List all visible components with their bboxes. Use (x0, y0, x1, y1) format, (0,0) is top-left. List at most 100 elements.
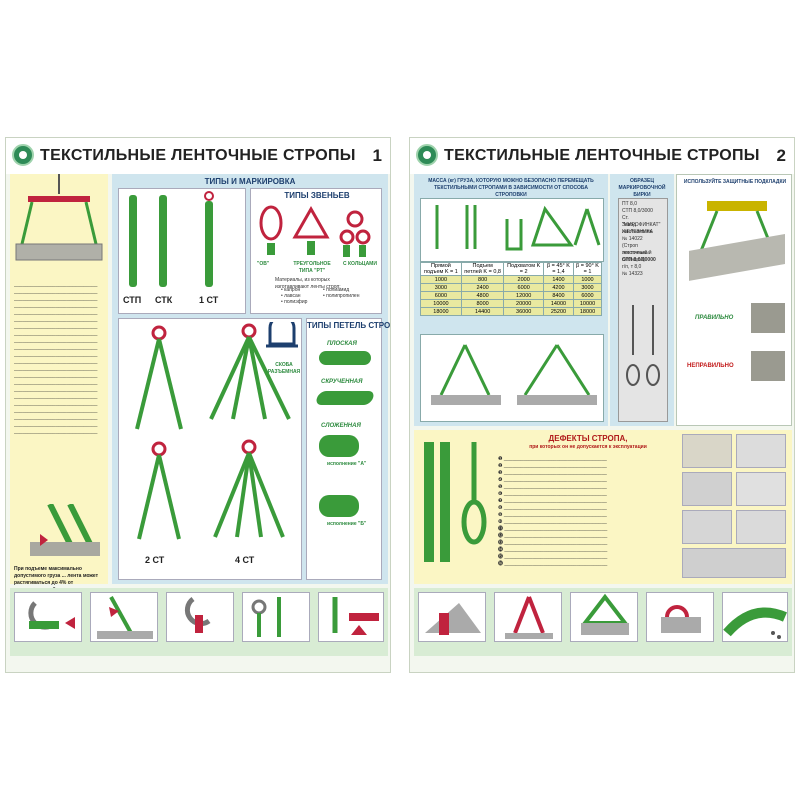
table-cell: 1000 (572, 275, 603, 284)
pads-illustration (689, 201, 785, 281)
illustration-2 (90, 592, 158, 642)
loop-exec-a: исполнение "А" (327, 461, 367, 467)
label-4st: 4 СТ (235, 555, 255, 565)
table-cell: 18000 (420, 307, 462, 316)
correct-illustration (751, 303, 785, 333)
strap-stp (129, 195, 137, 287)
mass-table: Прямой подъем K = 1 Подъем петлей K = 0,… (420, 262, 603, 316)
instructions-text: ________________________________________… (14, 282, 98, 435)
single-straps-box: СТП СТК 1 СТ (118, 188, 246, 314)
loop-flat (319, 351, 371, 365)
table-cell: 36000 (503, 307, 544, 316)
table-cell: 1400 (542, 275, 574, 284)
link-label-rt: ТРЕУГОЛЬНОЕ ТИПА "РТ" (293, 261, 331, 274)
defect-photo (682, 510, 732, 544)
defect-photo (736, 434, 786, 468)
loops-title: ТИПЫ ПЕТЕЛЬ СТРОПА (307, 321, 391, 330)
illustration-3 (166, 592, 234, 642)
table-header: β = 90° K = 1 (572, 262, 603, 276)
multi-leg-box: 2 СТ 4 СТ (118, 318, 302, 580)
types-title: ТИПЫ И МАРКИРОВКА (204, 177, 296, 186)
tag-line: г/п, т 8,0 (622, 264, 642, 270)
strap-1st (205, 201, 213, 287)
crane-lift-illustration (15, 174, 103, 261)
tag-line: ленточный петлевой) (622, 250, 648, 263)
correct-label: ПРАВИЛЬНО (695, 315, 734, 321)
loop-folded-label: СЛОЖЕННАЯ (321, 423, 361, 429)
defect-straps-illustration (424, 442, 487, 562)
strap-stk (159, 195, 167, 287)
table-cell: 18000 (572, 307, 603, 316)
tag-line: СТП 8,0/3000 (622, 208, 653, 214)
table-cell: 6000 (572, 291, 603, 300)
illustration-4 (646, 592, 714, 642)
poster-number: 1 (372, 146, 382, 165)
illustration-3 (570, 592, 638, 642)
table-cell: 25200 (542, 307, 574, 316)
tag-line: Завод изготовитель (622, 222, 653, 235)
lift-methods-illustration (420, 198, 604, 262)
edge-lift-illustration (30, 504, 100, 556)
defects-subtitle: при которых он не допускается к эксплуат… (529, 444, 647, 450)
table-header: Подхватом K = 2 (503, 262, 544, 276)
table-cell: 3000 (572, 283, 603, 292)
poster-title: ТЕКСТИЛЬНЫЕ ЛЕНТОЧНЫЕ СТРОПЫ (444, 147, 760, 164)
table-cell: 1000 (420, 275, 462, 284)
poster-number: 2 (776, 146, 786, 165)
loop-twisted-label: СКРУЧЕННАЯ (321, 379, 363, 385)
material-1: • капрон (281, 287, 301, 293)
defect-photo (682, 472, 732, 506)
loop-folded-b (319, 495, 359, 517)
table-cell: 8000 (460, 299, 505, 308)
tag-line: Ст. "МИРОФИНКАТ" (622, 215, 661, 228)
left-info-panel: ________________________________________… (10, 174, 108, 593)
loop-flat-label: ПЛОСКАЯ (327, 341, 357, 347)
table-cell: 4200 (542, 283, 574, 292)
defect-photos (682, 434, 788, 580)
poster-header: ТЕКСТИЛЬНЫЕ ЛЕНТОЧНЫЕ СТРОПЫ 2 (410, 138, 794, 174)
illustration-5 (318, 592, 384, 642)
tag-line: ПТ 8,0 (622, 201, 637, 207)
loop-twisted (314, 391, 376, 405)
illustration-1 (14, 592, 82, 642)
loop-types-box: ТИПЫ ПЕТЕЛЬ СТРОПА ПЛОСКАЯ СКРУЧЕННАЯ СЛ… (306, 318, 391, 580)
table-cell: 20000 (503, 299, 544, 308)
link-label-rings: С КОЛЬЦАМИ (343, 261, 377, 267)
bottom-illustrations (414, 588, 792, 656)
tag-line: ЖЕЛЕЗНИКА (622, 229, 653, 235)
link-types-box: ТИПЫ ЗВЕНЬЕВ "ОВ" ТРЕУГОЛЬНОЕ ТИПА "РТ" … (250, 188, 382, 314)
defects-title: ДЕФЕКТЫ СТРОПА, (548, 434, 628, 443)
defect-photo (736, 510, 786, 544)
loop-exec-b: исполнение "Б" (327, 521, 367, 527)
table-header: Подъем петлей K = 0,8 (460, 262, 505, 276)
hook-icon (204, 191, 214, 201)
defect-photo (682, 434, 732, 468)
label-stp: СТП (123, 295, 142, 305)
illustration-1 (418, 592, 486, 642)
tag-line: (Строп текстильный (622, 243, 652, 256)
shackle-icon (262, 314, 302, 362)
tag-line: № 14323 (622, 271, 643, 277)
bottom-illustrations (10, 588, 388, 656)
table-cell: 8400 (542, 291, 574, 300)
tag-line: СТП 8,0/10000 (622, 257, 656, 263)
table-cell: 800 (460, 275, 505, 284)
table-cell: 3000 (420, 283, 462, 292)
sample-title: ОБРАЗЕЦ МАРКИРОВОЧНОЙ БИРКИ (618, 178, 666, 198)
illustration-5 (722, 592, 788, 642)
material-4: • полиамид (323, 287, 350, 293)
table-cell: 2400 (460, 283, 505, 292)
table-cell: 14400 (460, 307, 505, 316)
defects-list: ❶ _____________________________________❷… (498, 456, 608, 567)
logo-icon (416, 144, 438, 166)
poster-title: ТЕКСТИЛЬНЫЕ ЛЕНТОЧНЫЕ СТРОПЫ (40, 147, 356, 164)
table-header: Прямой подъем K = 1 (420, 262, 462, 276)
label-stk: СТК (155, 295, 173, 305)
poster-2: ТЕКСТИЛЬНЫЕ ЛЕНТОЧНЫЕ СТРОПЫ 2 МАССА (кг… (409, 137, 795, 673)
defects-panel: ДЕФЕКТЫ СТРОПА, при которых он не допуск… (414, 430, 792, 584)
sample-tag-panel: ОБРАЗЕЦ МАРКИРОВОЧНОЙ БИРКИ ПТ 8,0 СТП 8… (610, 174, 674, 426)
incorrect-illustration (751, 351, 785, 381)
